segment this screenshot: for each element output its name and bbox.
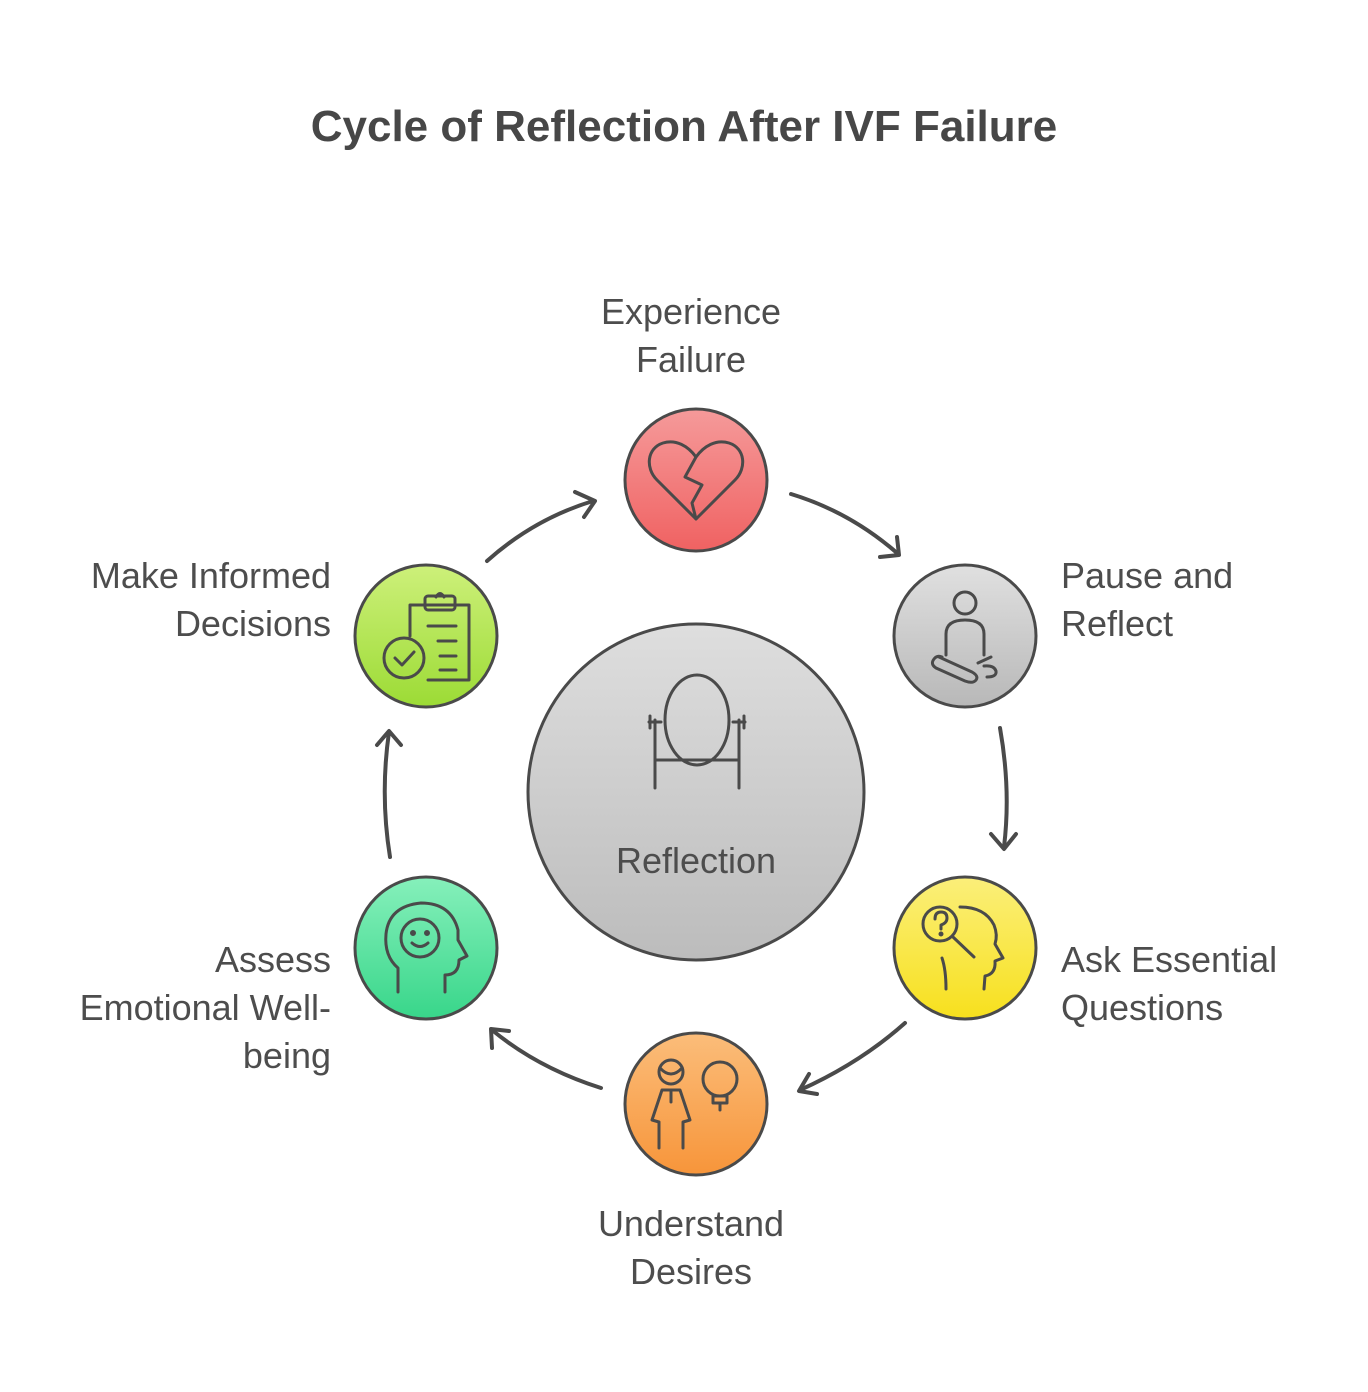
stage-label-line: Failure (635, 339, 747, 380)
stage-label-line: Experience (600, 291, 782, 332)
arrow-questions-to-desires (797, 1021, 907, 1096)
arrow-desires-to-wellbeing (489, 1027, 603, 1090)
stage-node-pause-and-reflect (892, 563, 1038, 709)
arrow-decisions-to-failure (485, 490, 597, 563)
stage-label-line: Ask Essential (1061, 939, 1278, 980)
stage-label-assess-emotional-wellbeing: Assess Emotional Well- being (20, 936, 331, 1080)
stage-node-ask-essential-questions (892, 875, 1038, 1021)
stage-node-make-informed-decisions (353, 563, 499, 709)
stage-label-line: Understand (597, 1203, 785, 1244)
stage-label-line: Pause and (1061, 555, 1234, 596)
stage-label-pause-and-reflect: Pause and Reflect (1061, 552, 1361, 648)
stage-label-make-informed-decisions: Make Informed Decisions (20, 552, 331, 648)
head-question-icon (921, 905, 1005, 991)
smiling-head-icon (384, 901, 469, 994)
stage-label-understand-desires: Understand Desires (541, 1200, 841, 1296)
stage-label-line: Reflect (1061, 603, 1174, 644)
meditating-person-icon (930, 590, 998, 684)
stage-label-line: Desires (629, 1251, 753, 1292)
stage-label-line: being (242, 1035, 331, 1076)
center-reflection-node (526, 622, 866, 962)
stage-label-line: Decisions (174, 603, 331, 644)
stage-label-line: Questions (1061, 987, 1224, 1028)
stage-node-understand-desires (623, 1031, 769, 1177)
stage-label-line: Make Informed (90, 555, 331, 596)
person-lightbulb-icon (650, 1058, 739, 1150)
mirror-icon (647, 673, 747, 790)
arrow-failure-to-pause (789, 492, 901, 559)
arrow-pause-to-questions (989, 726, 1018, 851)
broken-heart-icon (647, 440, 745, 521)
stage-label-experience-failure: Experience Failure (541, 288, 841, 384)
stage-label-line: Assess (214, 939, 331, 980)
stage-node-experience-failure (623, 407, 769, 553)
arrow-wellbeing-to-decisions (375, 729, 403, 859)
clipboard-check-icon (382, 592, 471, 682)
stage-label-line: Emotional Well- (79, 987, 331, 1028)
stage-node-assess-emotional-wellbeing (353, 875, 499, 1021)
diagram-title: Cycle of Reflection After IVF Failure (310, 102, 1058, 151)
stage-label-ask-essential-questions: Ask Essential Questions (1061, 936, 1361, 1032)
center-label: Reflection (615, 840, 777, 881)
